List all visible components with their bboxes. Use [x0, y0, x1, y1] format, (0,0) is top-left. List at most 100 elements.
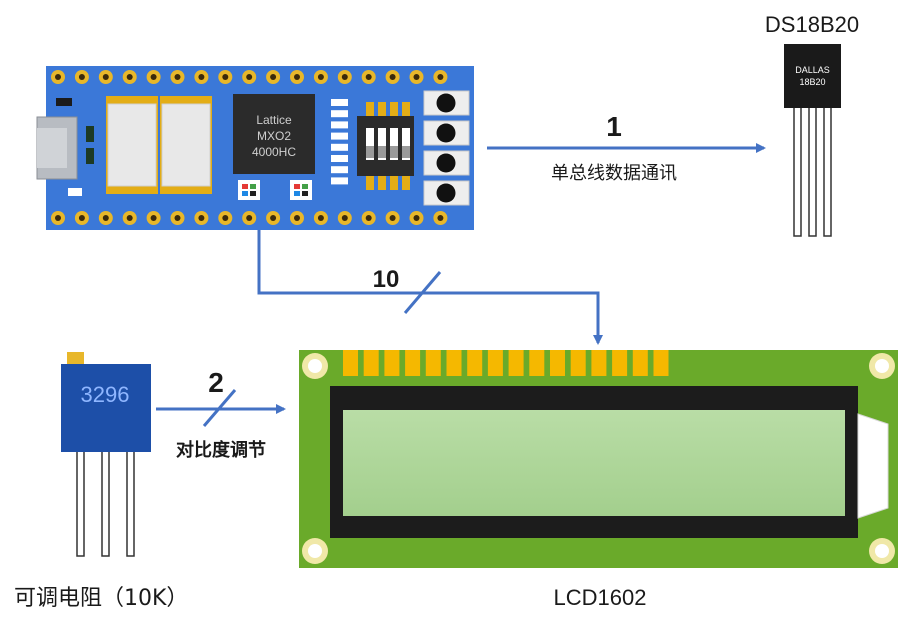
lcd-backlight-tab: [857, 413, 889, 519]
board-pin: [146, 211, 161, 225]
board-pin: [194, 211, 209, 225]
usb-connector-port: [37, 128, 67, 168]
lcd-pin: [343, 350, 358, 376]
lcd-pin: [632, 350, 648, 376]
pot-caption: 可调电阻（10K）: [14, 586, 188, 611]
seven-segment-display-right: [160, 96, 212, 194]
board-pin: [337, 211, 352, 225]
indicator-led: [331, 166, 348, 174]
fpga-chip: [233, 94, 315, 174]
push-button: [423, 120, 470, 146]
dip-switch-lever: [390, 128, 398, 160]
indicator-led: [331, 110, 348, 118]
lcd-pin: [508, 350, 524, 376]
sensor-body: [784, 44, 841, 108]
dip-switch-lever: [378, 128, 386, 160]
board-pin: [361, 211, 376, 225]
sensor-lead: [808, 105, 817, 237]
lcd-bus-count: 10: [373, 266, 400, 293]
dip-switch-knob: [366, 146, 374, 158]
board-pin: [337, 70, 352, 84]
pot-lead: [76, 449, 85, 557]
lcd-screen: [343, 410, 845, 516]
smd-component: [86, 126, 94, 142]
dip-switch: [357, 102, 414, 190]
board-pin: [385, 211, 400, 225]
board-pin: [218, 211, 233, 225]
bus-slash: [403, 271, 442, 314]
indicator-led: [331, 143, 348, 151]
lcd-pin: [405, 350, 421, 376]
lcd-pin: [446, 350, 462, 376]
chip-label-line1: Lattice: [256, 113, 292, 127]
dip-switch-pin: [390, 174, 398, 190]
board-pin: [266, 211, 281, 225]
board-pin: [290, 70, 304, 84]
push-button: [423, 180, 470, 206]
pot-adjust-screw: [67, 352, 84, 366]
board-pin: [51, 70, 65, 84]
board-pin: [122, 211, 137, 225]
sensor-bus-count: 1: [606, 111, 622, 142]
dip-switch-lever: [402, 128, 410, 160]
pot-marking: 3296: [81, 382, 130, 407]
sensor-lead: [823, 105, 832, 237]
indicator-led: [331, 132, 348, 140]
board-pin: [361, 70, 376, 84]
push-button-column: [423, 90, 470, 206]
board-pin: [170, 211, 185, 225]
board-pin: [433, 70, 448, 84]
board-pin: [313, 211, 328, 225]
dip-switch-pin: [402, 102, 410, 118]
pot-lead: [126, 449, 135, 557]
push-button: [423, 90, 470, 116]
seven-segment-display-left: [106, 96, 158, 194]
ds18b20-sensor: DALLAS 18B20 DS18B20: [765, 12, 859, 237]
lcd1602-module: [299, 350, 898, 568]
fpga-board: Lattice MXO2 4000HC: [36, 66, 474, 230]
board-pin: [409, 70, 424, 84]
pot-lead: [101, 449, 110, 557]
lcd-caption: LCD1602: [554, 585, 647, 610]
dip-switch-pin: [402, 174, 410, 190]
led-column: [331, 99, 348, 185]
lcd-pin-header: [343, 350, 669, 376]
bus-slash: [202, 389, 237, 427]
smd-component: [68, 188, 82, 196]
indicator-led: [331, 121, 348, 129]
board-pin: [74, 70, 89, 84]
board-pin: [266, 70, 281, 84]
board-pin: [433, 211, 448, 225]
sensor-marking-line2: 18B20: [799, 77, 825, 87]
board-pin: [290, 211, 304, 225]
sensor-title: DS18B20: [765, 12, 859, 37]
dip-switch-pin: [390, 102, 398, 118]
lcd-pin: [425, 350, 441, 376]
pot-bus-label: 对比度调节: [176, 439, 266, 461]
sensor-bus-label: 单总线数据通讯: [551, 163, 677, 184]
connection-fpga-to-lcd: 10: [257, 230, 603, 345]
indicator-led: [331, 155, 348, 162]
connection-fpga-to-sensor: 1 单总线数据通讯: [487, 111, 766, 184]
indicator-led: [331, 99, 348, 106]
pot-body: [61, 364, 151, 452]
board-pin: [242, 211, 257, 225]
board-pin-header-bottom: [51, 211, 448, 225]
pot-bus-count: 2: [208, 367, 224, 398]
sensor-marking-line1: DALLAS: [795, 65, 830, 75]
potentiometer: 3296: [61, 352, 151, 557]
board-pin-header-top: [51, 70, 448, 84]
dip-switch-lever: [366, 128, 374, 160]
board-pin: [51, 211, 65, 225]
smd-component: [56, 98, 72, 106]
lcd-pin: [612, 350, 628, 376]
board-pin: [385, 70, 400, 84]
board-pin: [98, 70, 113, 84]
dip-switch-knob: [390, 146, 398, 158]
board-pin: [313, 70, 328, 84]
rgb-led-right: [290, 180, 312, 200]
dip-switch-knob: [402, 146, 410, 158]
board-pin: [409, 211, 424, 225]
lcd-pin: [467, 350, 483, 376]
board-pin: [170, 70, 185, 84]
